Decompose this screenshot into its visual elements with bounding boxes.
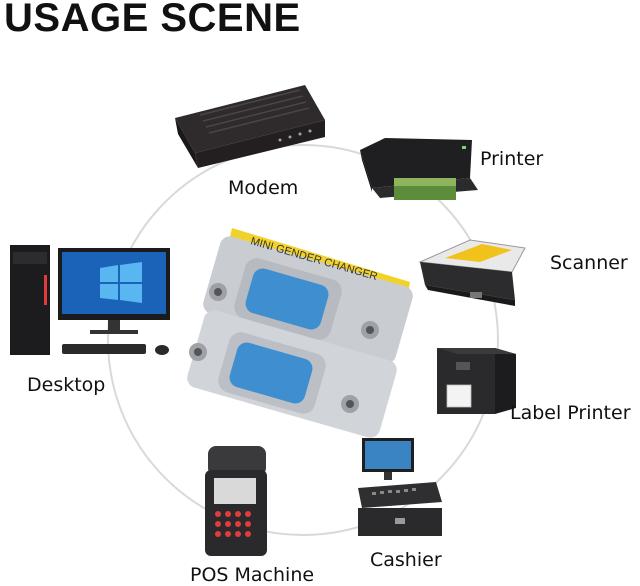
modem-icon (175, 85, 325, 168)
device-label-cashier: Cashier (370, 549, 442, 571)
label-printer-icon (437, 348, 516, 414)
pos-machine-icon (205, 446, 267, 556)
desktop-icon (10, 245, 170, 355)
device-label-desktop: Desktop (27, 374, 106, 396)
connection-ring (107, 144, 499, 536)
page-title: USAGE SCENE (4, 0, 301, 40)
device-label-scanner: Scanner (550, 252, 628, 274)
device-label-printer: Printer (480, 148, 544, 170)
device-label-pos-machine: POS Machine (190, 564, 315, 586)
cashier-icon (358, 438, 442, 536)
gender-changer-adapters: MINI GENDER CHANGER (187, 228, 413, 438)
scanner-icon (418, 239, 526, 306)
device-label-modem: Modem (228, 177, 299, 199)
device-label-label-printer: Label Printer (510, 402, 631, 424)
printer-icon (360, 138, 478, 200)
